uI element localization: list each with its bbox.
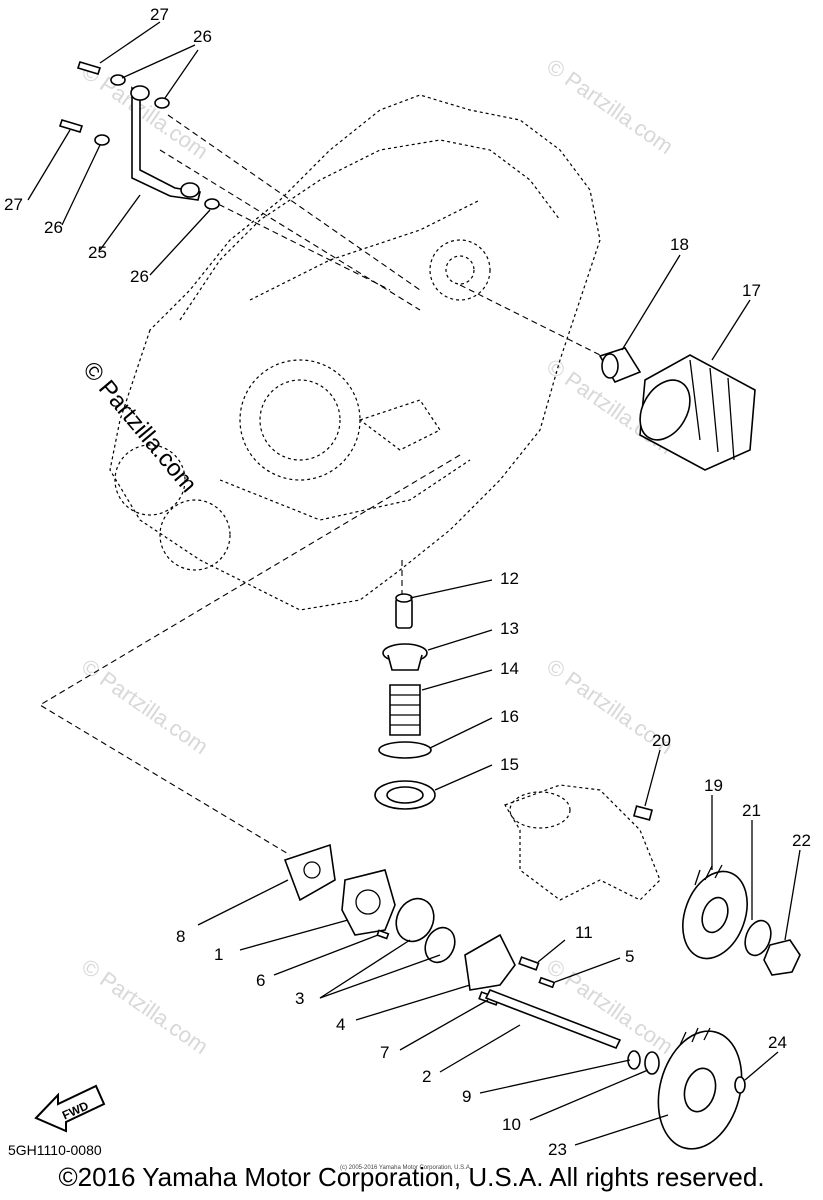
watermark-emphasized: © Partzilla.com (77, 357, 202, 498)
washer (644, 1051, 660, 1075)
circlip (734, 1076, 746, 1094)
pump-shaft (484, 988, 622, 1050)
callout-1: 1 (214, 945, 223, 964)
callout-13: 13 (500, 619, 519, 638)
relief-valve-stack (374, 593, 436, 810)
callout-14: 14 (500, 659, 519, 678)
gasket (283, 843, 336, 902)
kick-gear (682, 864, 748, 960)
woodruff-key (632, 805, 654, 821)
callout-8: 8 (176, 927, 185, 946)
callout-18: 18 (670, 235, 689, 254)
callout-numbers: 27 26 27 26 25 26 18 17 12 13 14 16 15 2… (4, 5, 811, 1159)
callout-4: 4 (336, 1015, 345, 1034)
lock-washer (744, 919, 772, 957)
callout-6: 6 (256, 971, 265, 990)
callout-5: 5 (625, 947, 634, 966)
callout-26: 26 (193, 27, 212, 46)
callout-19: 19 (704, 776, 723, 795)
watermark: © Partzilla.com (542, 54, 678, 160)
assembly-lines (38, 114, 611, 856)
callout-24: 24 (768, 1033, 787, 1052)
callout-23: 23 (548, 1140, 567, 1159)
callout-17: 17 (742, 281, 761, 300)
diagram-code: 5GH1110-0080 (8, 1142, 102, 1158)
shaft-housing-outline (504, 784, 661, 901)
copyright-notice: ©2016 Yamaha Motor Corporation, U.S.A. A… (58, 1162, 765, 1192)
callout-2: 2 (422, 1067, 431, 1086)
callout-20: 20 (652, 731, 671, 750)
screw (518, 956, 540, 971)
oil-delivery-pipe (58, 61, 220, 210)
callout-15: 15 (500, 755, 519, 774)
crankcase-outline (109, 94, 601, 611)
callout-10: 10 (502, 1115, 521, 1134)
callout-12: 12 (500, 569, 519, 588)
callout-9: 9 (462, 1087, 471, 1106)
callout-26: 26 (130, 267, 149, 286)
small-copyright: (c) 2005-2016 Yamaha Motor Corporation, … (340, 1165, 472, 1171)
callout-27: 27 (4, 195, 23, 214)
oil-pump-drive-gear (657, 1027, 743, 1150)
callout-16: 16 (500, 707, 519, 726)
pump-cover (464, 933, 516, 991)
callout-7: 7 (380, 1043, 389, 1062)
dowel-pin (376, 929, 390, 940)
callout-25: 25 (88, 243, 107, 262)
watermark: © Partzilla.com (77, 954, 213, 1060)
callout-22: 22 (792, 831, 811, 850)
gasket-hole (303, 861, 321, 879)
nut (763, 939, 801, 976)
callout-26: 26 (44, 218, 63, 237)
callout-3: 3 (295, 989, 304, 1008)
callout-11: 11 (575, 923, 593, 942)
pin (538, 976, 556, 989)
oil-pump-body (341, 869, 396, 936)
filter-union-bolt (598, 347, 642, 384)
oil-filter (639, 354, 756, 471)
callout-27: 27 (150, 5, 169, 24)
pump-rotors (395, 897, 456, 964)
fwd-arrow-icon: FWD (34, 1084, 106, 1133)
watermark: © Partzilla.com (77, 654, 213, 760)
callout-21: 21 (742, 801, 761, 820)
leader-lines (27, 21, 801, 1146)
